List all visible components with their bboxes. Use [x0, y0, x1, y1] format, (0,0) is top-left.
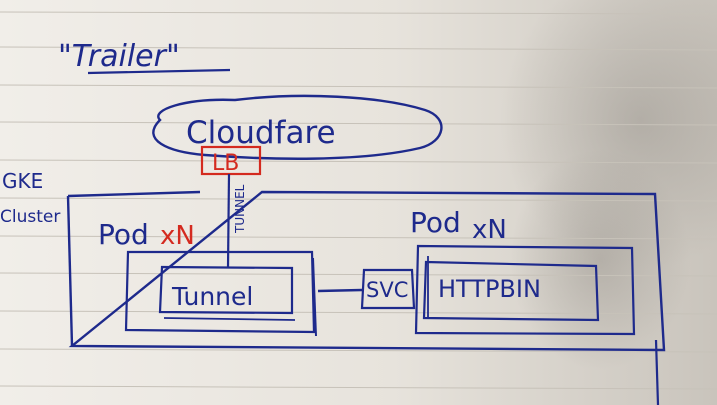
right-pod-label: Pod: [410, 206, 461, 239]
tunnel-box: [158, 265, 294, 315]
httpbin-box: [422, 260, 600, 322]
page-title: "Trailer": [58, 39, 180, 74]
right-pod-multiplier: xN: [472, 215, 507, 245]
left-pod-label: Pod: [98, 218, 149, 251]
cluster-box-left-edge: [66, 195, 74, 347]
svc-box: [360, 268, 416, 310]
cluster-box: [67, 190, 666, 352]
cluster-label-line1: GKE: [2, 169, 43, 193]
cloud-label: Cloudfare: [186, 115, 336, 151]
title-underline: [87, 68, 231, 75]
shadow-blob-lower: [510, 150, 690, 370]
cluster-tail-line: [654, 339, 660, 405]
right-pod-box: [414, 244, 636, 336]
cluster-label-line2: Cluster: [0, 207, 60, 227]
load-balancer-label: LB: [212, 151, 239, 176]
httpbin-label: HTTPBIN: [438, 275, 541, 303]
left-pod-multiplier: xN: [160, 221, 195, 251]
tunnel-label: Tunnel: [171, 282, 253, 311]
cloud-outline: [152, 94, 443, 160]
svc-label: SVC: [366, 278, 408, 302]
pod-divider: [312, 257, 317, 337]
left-pod-box: [124, 250, 316, 334]
tunnel-connection-line: [226, 173, 231, 269]
load-balancer-box: [200, 145, 262, 176]
ruled-lines: [0, 11, 717, 390]
tunnel-box-underline: [163, 317, 296, 321]
tunnel-to-svc-connector: [317, 288, 363, 293]
